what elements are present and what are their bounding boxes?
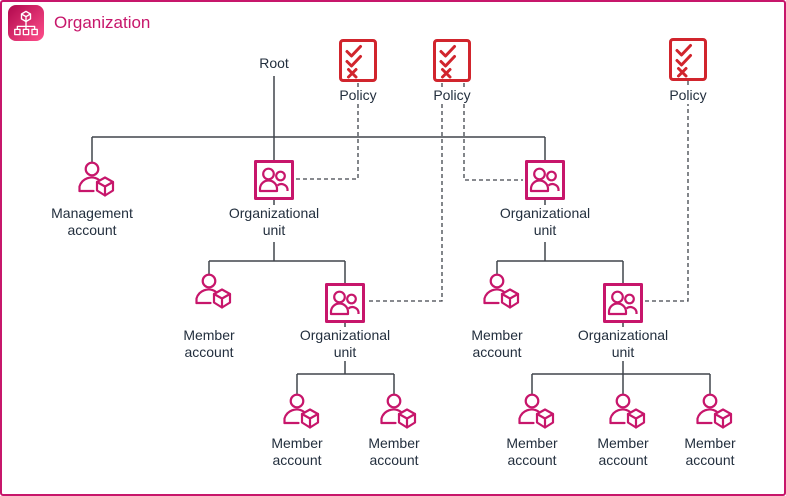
policy-checklist-icon bbox=[669, 38, 707, 81]
organizational-unit-icon bbox=[603, 283, 643, 323]
tree-connectors bbox=[91, 76, 711, 395]
member-account-label: Member account bbox=[334, 435, 454, 469]
policy-checklist-icon bbox=[339, 39, 377, 82]
root-label: Root bbox=[214, 55, 334, 72]
member-account-icon bbox=[479, 272, 523, 312]
policy-checklist-icon bbox=[433, 39, 471, 82]
organizational-unit-icon bbox=[525, 160, 565, 200]
policy-label: Policy bbox=[628, 87, 748, 104]
management-account-icon bbox=[74, 160, 118, 200]
policy-attachment-lines bbox=[296, 81, 689, 302]
member-account-icon bbox=[191, 272, 235, 312]
member-account-label: Member account bbox=[149, 327, 269, 361]
organizational-unit-label: Organizational unit bbox=[214, 205, 334, 239]
management-account-label: Management account bbox=[32, 205, 152, 239]
member-account-icon bbox=[514, 392, 558, 432]
member-account-icon bbox=[279, 392, 323, 432]
member-account-icon bbox=[376, 392, 420, 432]
aws-organizations-icon bbox=[8, 5, 44, 41]
organizational-unit-icon bbox=[325, 283, 365, 323]
organizational-unit-label: Organizational unit bbox=[563, 327, 683, 361]
organizational-unit-label: Organizational unit bbox=[485, 205, 605, 239]
organization-title: Organization bbox=[54, 13, 151, 32]
policy-label: Policy bbox=[392, 87, 512, 104]
member-account-label: Member account bbox=[437, 327, 557, 361]
organizational-unit-label: Organizational unit bbox=[285, 327, 405, 361]
member-account-label: Member account bbox=[650, 435, 770, 469]
member-account-icon bbox=[692, 392, 736, 432]
policy-label: Policy bbox=[298, 87, 418, 104]
organizational-unit-icon bbox=[254, 160, 294, 200]
member-account-icon bbox=[605, 392, 649, 432]
